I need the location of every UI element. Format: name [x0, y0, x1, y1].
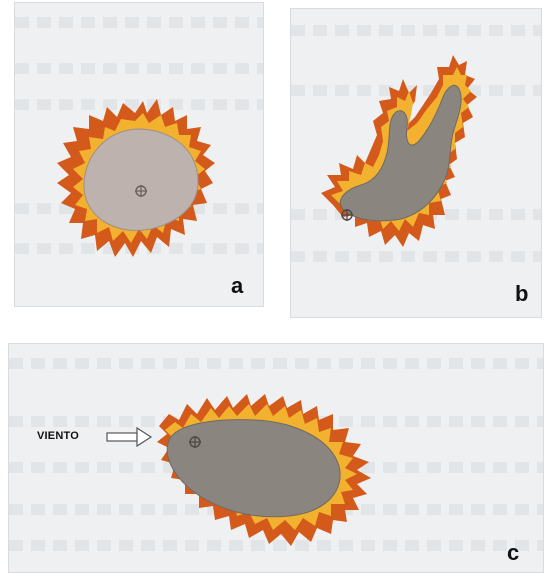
panel-c-wind-driven-spread: VIENTO c — [8, 343, 544, 573]
fire-shape-b — [291, 9, 542, 318]
panel-a-circular-spread: a — [14, 2, 264, 307]
wind-label: VIENTO — [37, 430, 79, 442]
burned-area — [84, 129, 198, 230]
fire-shape-a — [15, 3, 264, 307]
panel-b-irregular-spread: b — [290, 8, 542, 318]
wind-arrow-icon — [107, 428, 151, 446]
panel-c-label: c — [507, 540, 519, 566]
fire-shape-c — [9, 344, 544, 573]
panel-b-label: b — [515, 281, 528, 307]
panel-a-label: a — [231, 273, 243, 299]
